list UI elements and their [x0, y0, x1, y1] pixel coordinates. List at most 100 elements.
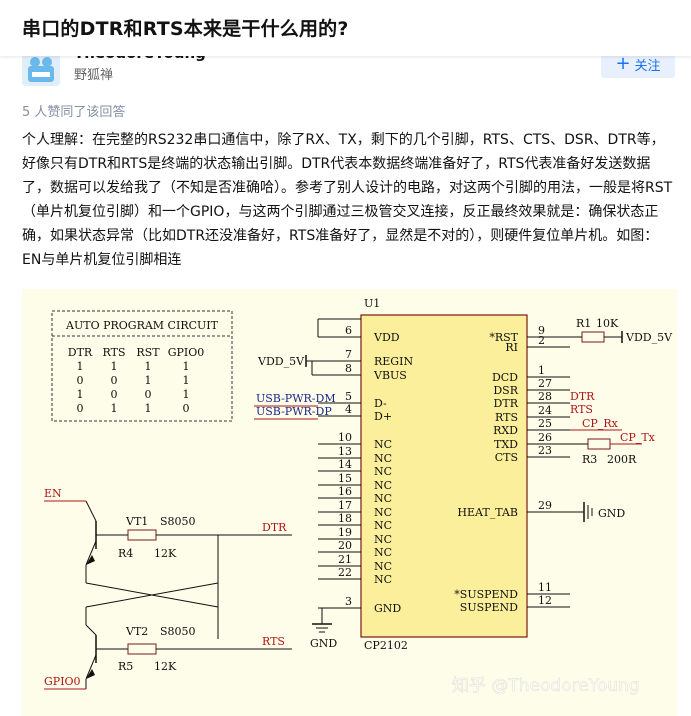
circuit-schematic-image[interactable]: AUTO PROGRAM CIRCUIT DTR RTS RST GPIO0 1… [22, 289, 677, 716]
pin-name: NC [374, 546, 392, 559]
answer-content: 个人理解：在完整的RS232串口通信中，除了RX、TX，剩下的几个引脚，RTS、… [22, 128, 677, 272]
pin-name: NC [374, 479, 392, 492]
pin-name: SUSPEND [460, 601, 518, 614]
right-pin-lines [527, 336, 570, 608]
pin-num: 7 [345, 348, 352, 361]
table-cell: 0 [111, 374, 118, 387]
pin-num: 10 [338, 431, 352, 444]
pin-num: 20 [338, 539, 352, 552]
net-gnd-tab: GND [598, 507, 625, 520]
net-cp-tx: CP_Tx [620, 431, 656, 444]
vote-count[interactable]: 5 人赞同了该回答 [22, 105, 126, 120]
r1-value: 10K [596, 317, 619, 330]
pin-num: 13 [338, 445, 352, 458]
pin-num: 9 [538, 324, 545, 337]
table-cell: 1 [111, 402, 118, 415]
pin-num: 21 [338, 553, 352, 566]
pin-name: NC [374, 533, 392, 546]
pin-num: 15 [338, 472, 352, 485]
pin-name: GND [374, 602, 401, 615]
table-header-dtr: DTR [68, 346, 93, 359]
pin-name: *RST [489, 331, 518, 344]
cp2102-chip-body [360, 314, 528, 638]
net-vdd-right: VDD_5V [625, 331, 673, 344]
net-dtr-left: DTR [262, 521, 287, 534]
pin-num: 19 [338, 526, 352, 539]
pin-name: NC [374, 506, 392, 519]
net-rts-right: RTS [570, 403, 593, 416]
table-cell: 0 [77, 374, 84, 387]
pin-num: 29 [538, 499, 552, 512]
author-bio: 野狐禅 [74, 68, 114, 83]
pin-name: NC [374, 452, 392, 465]
zhihu-watermark: 知乎 @TheodoreYoung [452, 676, 640, 696]
table-cell: 1 [111, 360, 118, 373]
pin-name: REGIN [374, 355, 413, 368]
table-cell: 0 [111, 388, 118, 401]
net-en: EN [44, 487, 62, 500]
pin-num: 18 [338, 512, 352, 525]
r3-resistor [587, 438, 611, 450]
pin-name: HEAT_TAB [457, 506, 518, 519]
net-cp-rx: CP_Rx [582, 417, 619, 430]
question-header: 串口的DTR和RTS本来是干什么用的? [0, 0, 691, 56]
r5-value: 12K [154, 660, 177, 673]
pin-name: RI [505, 341, 518, 354]
net-rts-left: RTS [262, 635, 285, 648]
net-gnd-bottom: GND [310, 637, 337, 650]
pin-num: 26 [538, 431, 552, 444]
pin-name: NC [374, 438, 392, 451]
chip-ref: U1 [364, 297, 380, 310]
pin-name: TXD [494, 438, 518, 451]
table-header-rts: RTS [103, 346, 126, 359]
pin-name: VBUS [373, 369, 407, 382]
plus-icon: + [615, 53, 631, 74]
pin-num: 27 [538, 377, 552, 390]
pin-num: 14 [338, 458, 352, 471]
r3-value: 200R [607, 453, 637, 466]
pin-num: 23 [538, 444, 552, 457]
r5-label: R5 [118, 660, 133, 673]
vt2-label: VT2 [125, 625, 148, 638]
pin-num: 4 [345, 403, 352, 416]
r4-value: 12K [154, 547, 177, 560]
pin-num: 2 [538, 334, 545, 347]
pin-num: 16 [338, 485, 352, 498]
pin-name: NC [374, 573, 392, 586]
table-title: AUTO PROGRAM CIRCUIT [65, 319, 219, 332]
table-cell: 1 [183, 374, 190, 387]
table-cell: 1 [77, 388, 84, 401]
table-header-rst: RST [136, 346, 160, 359]
pin-name: NC [374, 560, 392, 573]
pin-name: DCD [492, 371, 518, 384]
pin-num: 1 [538, 364, 545, 377]
r4-label: R4 [118, 547, 133, 560]
pin-name: NC [374, 492, 392, 505]
pin-name: D- [374, 397, 387, 410]
pin-num: 25 [538, 417, 552, 430]
pin-num: 3 [345, 595, 352, 608]
net-dtr-right: DTR [570, 390, 595, 403]
pin-num: 5 [345, 390, 352, 403]
r4-resistor [127, 529, 157, 541]
table-cell: 1 [183, 360, 190, 373]
table-frame [51, 310, 233, 422]
table-cell: 0 [77, 402, 84, 415]
pin-num: 17 [338, 499, 352, 512]
table-header-gpio0: GPIO0 [168, 346, 205, 359]
net-gpio0: GPIO0 [44, 675, 81, 688]
net-usb-dp: USB-PWR-DP [256, 405, 332, 418]
r5-resistor [127, 643, 157, 655]
pin-name: RTS [495, 411, 518, 424]
pin-name: NC [374, 465, 392, 478]
question-title[interactable]: 串口的DTR和RTS本来是干什么用的? [22, 18, 349, 40]
net-vdd-left: VDD_5V [257, 355, 305, 368]
net-usb-dm: USB-PWR-DM [256, 392, 336, 405]
table-cell: 1 [145, 374, 152, 387]
pin-name: *SUSPEND [454, 588, 518, 601]
follow-label: 关注 [634, 58, 661, 74]
pin-num: 6 [345, 324, 352, 337]
pin-num: 11 [538, 581, 552, 594]
chip-part: CP2102 [364, 639, 408, 652]
r3-label: R3 [582, 453, 597, 466]
